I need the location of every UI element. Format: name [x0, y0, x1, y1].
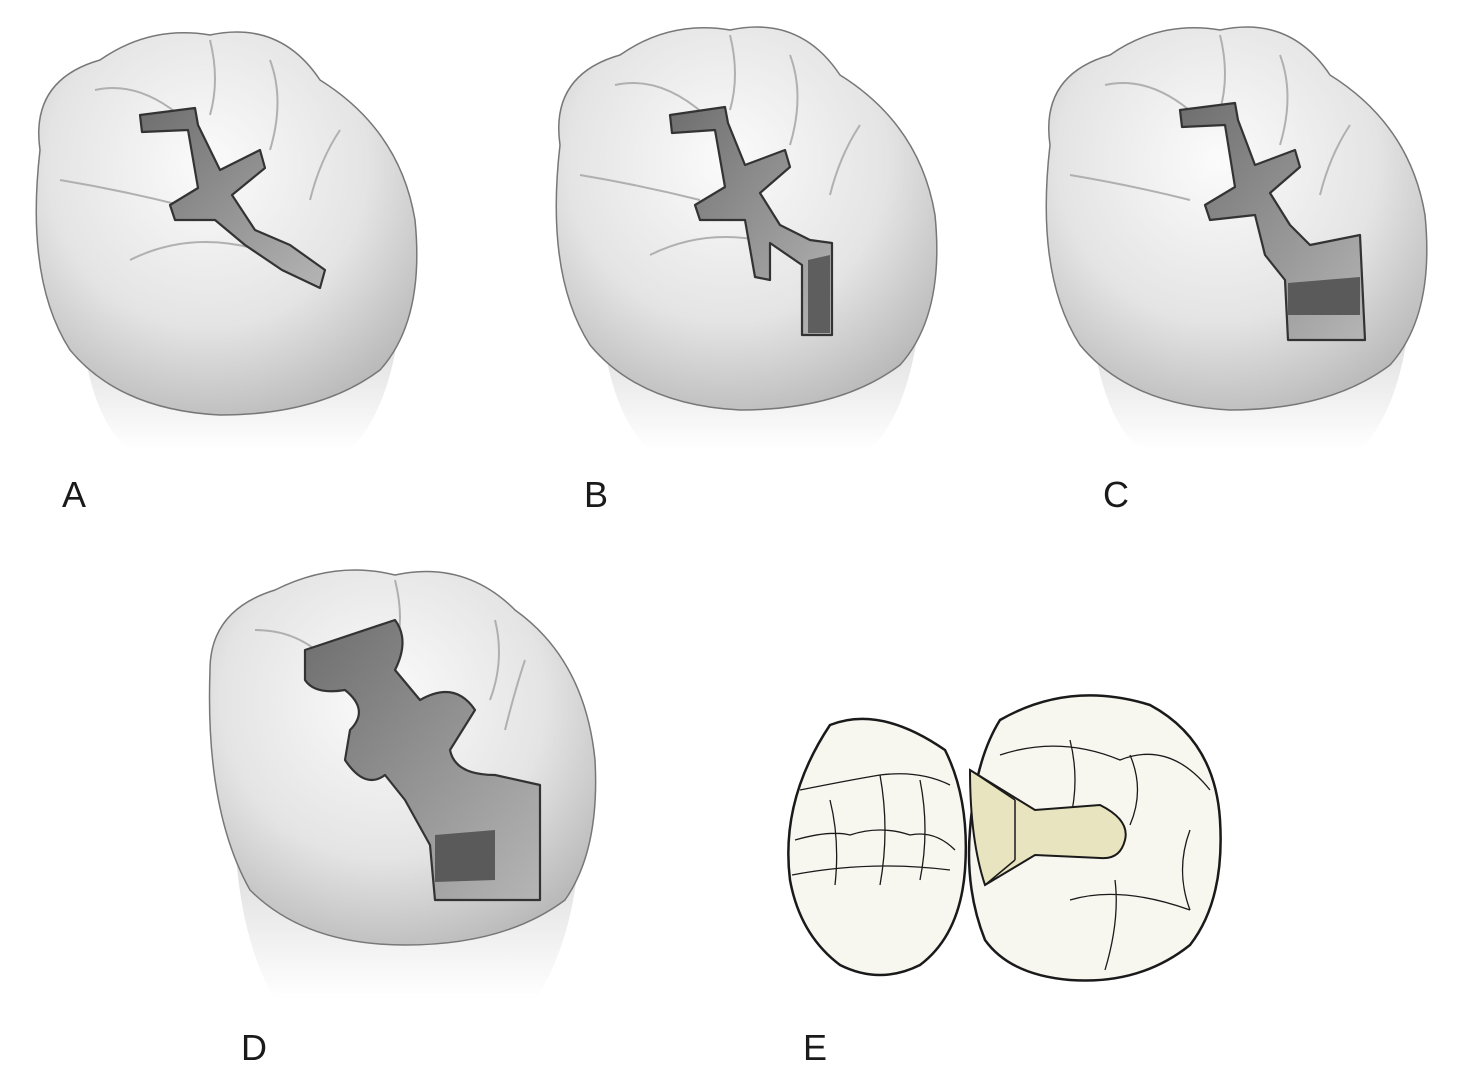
tooth-e-schematic — [787, 694, 1222, 982]
tooth-c-crown — [1045, 26, 1428, 411]
panel-d — [195, 560, 615, 1010]
tooth-a-illustration — [35, 31, 418, 450]
tooth-b-illustration — [555, 26, 938, 450]
tooth-d-cavity — [303, 618, 542, 902]
tooth-a-cavity — [138, 106, 327, 290]
panel-c-label: C — [1103, 474, 1129, 515]
panel-a — [20, 20, 440, 460]
panel-a-label: A — [62, 474, 87, 515]
panel-e — [770, 680, 1240, 1000]
prep-outline — [968, 768, 1127, 887]
panel-d-label: D — [241, 1027, 267, 1068]
panel-b-label: B — [584, 474, 609, 515]
panel-c — [1030, 15, 1450, 460]
panel-b — [540, 15, 960, 460]
premolar-outline — [787, 717, 968, 977]
tooth-c-illustration — [1045, 26, 1428, 450]
tooth-d-illustration — [208, 569, 597, 1000]
panel-e-label: E — [803, 1027, 828, 1068]
tooth-b-cavity — [668, 105, 834, 337]
